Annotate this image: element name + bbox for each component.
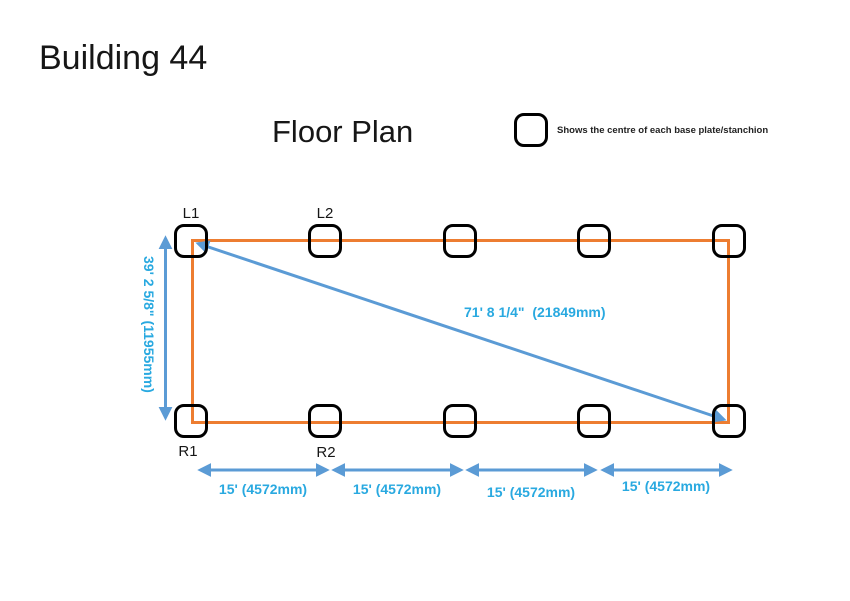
bay-dimension-text-1: 15' (4572mm) [218,481,308,497]
page-title: Building 44 [39,39,208,77]
stanchion-marker-top-5 [712,224,746,258]
height-dimension-text: 39' 2 5/8" (11955mm) [141,256,157,393]
building-outline [191,239,730,424]
stanchion-label-R2: R2 [316,444,336,461]
bay-dimension-text-2: 15' (4572mm) [352,481,442,497]
stanchion-marker-top-2 [308,224,342,258]
stanchion-label-L1: L1 [182,205,200,222]
stanchion-marker-bottom-4 [577,404,611,438]
stanchion-marker-bottom-3 [443,404,477,438]
stanchion-label-L2: L2 [316,205,334,222]
rounded-square-stanchion-icon [514,113,548,147]
bay-dimension-text-4: 15' (4572mm) [621,478,711,494]
diagonal-dimension-text: 71' 8 1/4" (21849mm) [464,304,606,320]
stanchion-marker-top-1 [174,224,208,258]
stanchion-marker-bottom-5 [712,404,746,438]
stanchion-marker-top-3 [443,224,477,258]
stanchion-marker-bottom-2 [308,404,342,438]
stanchion-label-R1: R1 [178,443,198,460]
stanchion-marker-bottom-1 [174,404,208,438]
legend-text: Shows the centre of each base plate/stan… [557,125,769,136]
bay-dimension-text-3: 15' (4572mm) [486,484,576,500]
plan-heading: Floor Plan [272,114,414,149]
stanchion-marker-top-4 [577,224,611,258]
